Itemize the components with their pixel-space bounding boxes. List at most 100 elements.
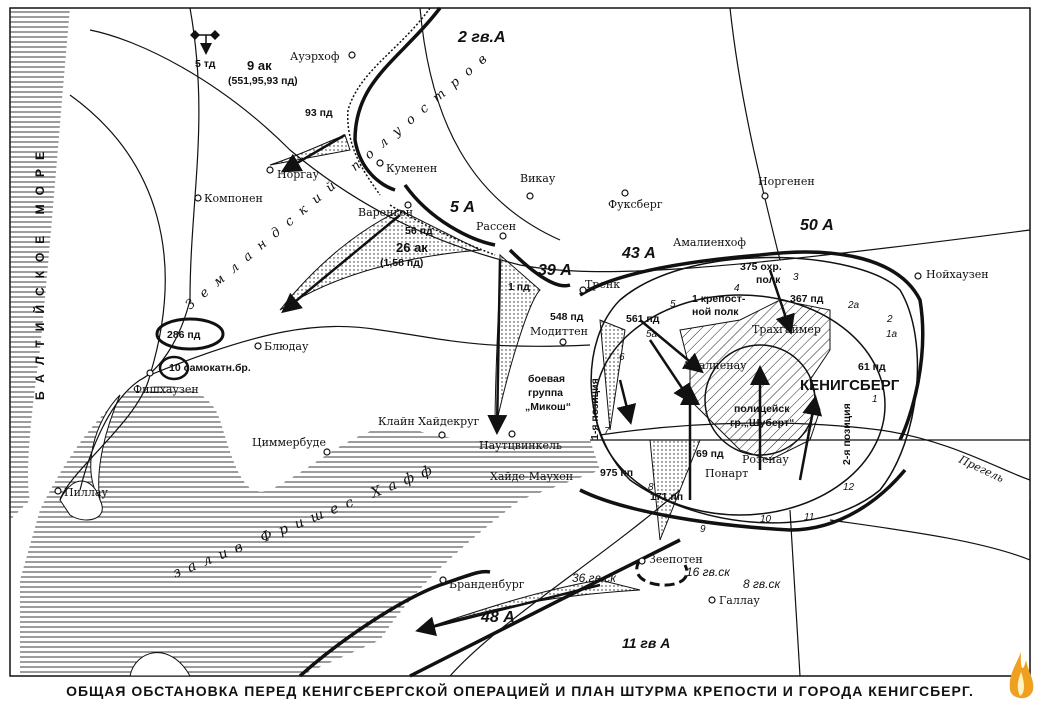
unit-label: „Микош“ bbox=[525, 401, 571, 413]
place-label: Понарт bbox=[705, 467, 748, 480]
spit-shape bbox=[59, 480, 103, 521]
front-lines bbox=[298, 6, 925, 678]
place-label: Клайн Хайдекруг bbox=[378, 415, 480, 428]
place-label: Трахгаймер bbox=[752, 323, 821, 336]
fort-number: 2а bbox=[847, 300, 860, 311]
spit-shape bbox=[90, 394, 121, 501]
unit-label: полицейск bbox=[734, 403, 790, 415]
place-label: Фишхаузен bbox=[133, 383, 199, 396]
unit-label: 56 пд bbox=[405, 225, 433, 237]
fort-number: 4 bbox=[734, 283, 740, 294]
unit-label: ной полк bbox=[692, 306, 739, 318]
unit-label: 1 пд bbox=[508, 281, 530, 293]
fort-number: 5а bbox=[646, 329, 658, 340]
unit-label: (551,95,93 пд) bbox=[228, 75, 298, 87]
fort-number: 1а bbox=[886, 329, 898, 340]
place-label: Нойхаузен bbox=[926, 268, 989, 281]
unit-label: 548 пд bbox=[550, 311, 584, 323]
place-label: Варенген bbox=[358, 206, 413, 219]
place-label: Амалиенхоф bbox=[673, 236, 746, 249]
unit-label: группа bbox=[528, 387, 563, 399]
settlement-markers bbox=[54, 51, 922, 604]
fort-number: 11 bbox=[804, 512, 814, 523]
place-label: Блюдау bbox=[264, 340, 309, 353]
corps-label: 36.гв.ск bbox=[572, 571, 617, 585]
place-label: Галлау bbox=[719, 594, 760, 607]
place-label: Пиллау bbox=[64, 486, 108, 499]
second-position-ring bbox=[594, 294, 886, 516]
army-label: 48 А bbox=[480, 609, 515, 626]
unit-label: боевая bbox=[528, 373, 565, 385]
corps-label: 8 гв.ск bbox=[743, 577, 782, 591]
unit-label: 26 ак bbox=[396, 240, 428, 255]
place-label: Компонен bbox=[204, 192, 263, 205]
attack-arrows bbox=[280, 133, 823, 637]
baltic-sea bbox=[10, 8, 70, 520]
position-label: 2-я позиция bbox=[841, 403, 853, 465]
zeepoten-pocket bbox=[635, 559, 689, 587]
place-label: Ауэрхоф bbox=[290, 50, 340, 63]
river-label: Прегель bbox=[956, 453, 1006, 486]
fort-number: 9 bbox=[700, 524, 706, 535]
flame-logo-icon bbox=[1009, 652, 1034, 699]
place-label: Фуксберг bbox=[608, 198, 663, 211]
fort-number: 2 bbox=[886, 314, 893, 325]
place-label: Норгау bbox=[277, 168, 320, 181]
fort-number: 3 bbox=[793, 272, 799, 283]
unit-label: 61 пд bbox=[858, 361, 886, 373]
unit-symbol-icon bbox=[190, 30, 220, 55]
city-label: КЕНИГСБЕРГ bbox=[800, 377, 900, 394]
unit-label: полк bbox=[756, 274, 781, 286]
place-label: Модиттен bbox=[530, 325, 588, 338]
frisches-haff-lagoon bbox=[20, 386, 600, 676]
place-label: Хайде-Маухен bbox=[490, 470, 573, 483]
place-label: Амалиенау bbox=[682, 359, 747, 372]
unit-label: 375 охр. bbox=[740, 261, 782, 273]
shore-shape bbox=[129, 652, 191, 677]
fort-number: 1 bbox=[872, 394, 878, 405]
place-label: Зеепотен bbox=[649, 553, 703, 566]
place-label: Рассен bbox=[476, 220, 516, 233]
place-label: Бранденбург bbox=[449, 578, 525, 591]
army-label: 50 А bbox=[800, 217, 834, 234]
army-label: 39 А bbox=[538, 262, 572, 279]
first-position-ring bbox=[590, 256, 919, 524]
map-title: ОБЩАЯ ОБСТАНОВКА ПЕРЕД КЕНИГСБЕРГСКОЙ ОП… bbox=[66, 683, 974, 699]
unit-label: (1,58 пд) bbox=[380, 257, 423, 269]
unit-label: 69 пд bbox=[696, 448, 724, 460]
unit-label: 1 крепост- bbox=[692, 293, 746, 305]
place-label: Норгенен bbox=[758, 175, 815, 188]
army-label: 5 А bbox=[450, 199, 475, 216]
place-label: Викау bbox=[520, 172, 556, 185]
place-label: Наутцвинкель bbox=[479, 439, 562, 452]
unit-label: 10 самокатн.бр. bbox=[169, 362, 251, 374]
place-label: Куменен bbox=[386, 162, 437, 175]
unit-label: 9 ак bbox=[247, 58, 272, 73]
unit-label: 5 тд bbox=[195, 58, 216, 70]
fort-number: 5 bbox=[670, 299, 676, 310]
fort-numbers: 1 1а 2 2а 3 4 5 5а 6 7 8 9 10 11 12 bbox=[604, 272, 898, 535]
fort-number: 12 bbox=[843, 482, 855, 493]
unit-label: 286 пд bbox=[167, 329, 201, 341]
unit-label: 171 пп bbox=[650, 491, 683, 503]
attack-wedges bbox=[269, 134, 701, 631]
fort-number: 6 bbox=[619, 352, 625, 363]
army-label: 2 гв.А bbox=[457, 29, 506, 46]
bike-brigade-ring bbox=[158, 355, 190, 381]
place-label: Тренк bbox=[585, 278, 620, 291]
corps-label: 16 гв.ск bbox=[686, 565, 731, 579]
army-label: 43 А bbox=[621, 245, 656, 262]
army-label: 11 гв А bbox=[622, 635, 670, 651]
fort-number: 10 bbox=[760, 514, 772, 525]
place-label: Циммербуде bbox=[252, 436, 326, 449]
coastline bbox=[79, 7, 200, 491]
unit-label: гр.„Шуберт“ bbox=[730, 417, 794, 429]
fort-number: 7 bbox=[604, 426, 610, 437]
fort-number: 8 bbox=[648, 482, 654, 493]
sea-label: БАЛТИЙСКОЕ МОРЕ bbox=[32, 143, 47, 400]
unit-label: 367 пд bbox=[790, 293, 824, 305]
unit-label: 93 пд bbox=[305, 107, 333, 119]
unit-label: 561 пд bbox=[626, 313, 660, 325]
place-label: Розенау bbox=[742, 453, 789, 466]
